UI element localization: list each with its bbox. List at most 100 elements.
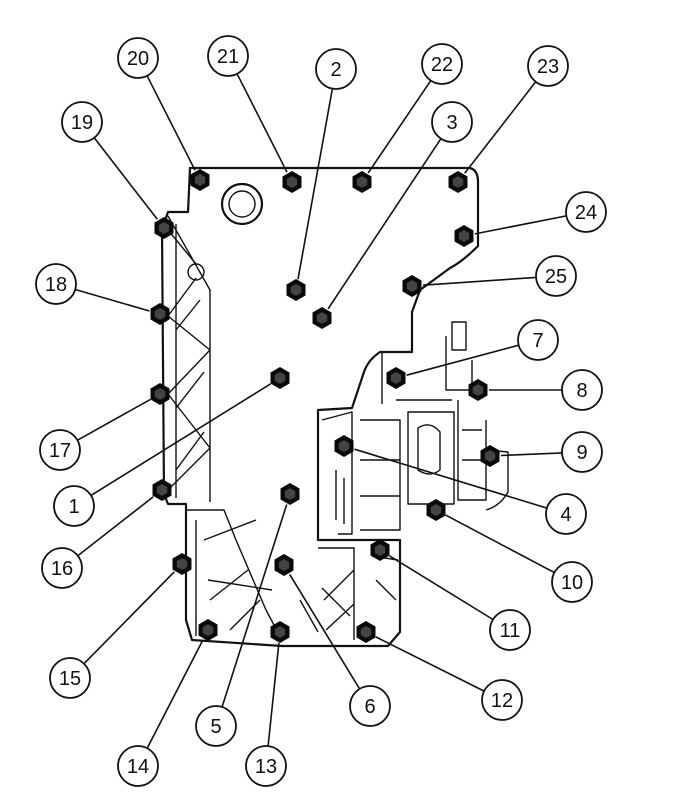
callout-label-23: 23 xyxy=(537,56,559,78)
bolt-head-14 xyxy=(202,624,214,636)
leader-line-10 xyxy=(445,514,555,574)
callout-25: 25 xyxy=(535,255,577,297)
callout-label-22: 22 xyxy=(431,54,453,76)
callout-circle-22 xyxy=(421,43,463,85)
callout-label-21: 21 xyxy=(217,46,239,68)
callout-21: 21 xyxy=(207,35,249,77)
leader-line-7 xyxy=(406,344,519,376)
callout-label-5: 5 xyxy=(210,716,221,738)
callout-7: 7 xyxy=(517,319,559,361)
callout-label-6: 6 xyxy=(364,696,375,718)
callout-20: 20 xyxy=(117,37,159,79)
leader-line-23 xyxy=(464,81,537,174)
callout-15: 15 xyxy=(49,657,91,699)
callout-circle-3 xyxy=(431,101,473,143)
callout-12: 12 xyxy=(481,679,523,721)
callout-18: 18 xyxy=(35,263,77,305)
callout-label-8: 8 xyxy=(576,380,587,402)
callout-8: 8 xyxy=(561,369,603,411)
callout-label-4: 4 xyxy=(560,504,571,526)
bolt-head-2 xyxy=(290,284,302,296)
bolt-head-24 xyxy=(458,230,470,242)
bolt-head-17 xyxy=(154,388,166,400)
callout-1: 1 xyxy=(53,485,95,527)
bolt-head-19 xyxy=(158,222,170,234)
callout-label-7: 7 xyxy=(532,330,543,352)
leader-line-24 xyxy=(474,215,567,235)
leader-line-22 xyxy=(367,80,432,174)
callout-2: 2 xyxy=(315,48,357,90)
callout-label-1: 1 xyxy=(68,496,79,518)
bolt-head-15 xyxy=(176,558,188,570)
callout-circle-19 xyxy=(61,101,103,143)
callout-label-11: 11 xyxy=(500,620,521,642)
leader-line-13 xyxy=(267,642,280,747)
callout-circle-7 xyxy=(517,319,559,361)
callout-13: 13 xyxy=(245,745,287,787)
bottom-rib-structure xyxy=(186,509,351,641)
callout-23: 23 xyxy=(527,45,569,87)
callout-label-16: 16 xyxy=(51,558,73,580)
bolt-head-20 xyxy=(194,174,206,186)
callout-circle-23 xyxy=(527,45,569,87)
leader-line-12 xyxy=(375,636,485,692)
leader-line-3 xyxy=(327,138,442,310)
bolt-head-25 xyxy=(406,280,418,292)
callout-19: 19 xyxy=(61,101,103,143)
callout-label-3: 3 xyxy=(446,112,457,134)
bolt-head-18 xyxy=(154,308,166,320)
bolt-head-3 xyxy=(316,312,328,324)
callout-17: 17 xyxy=(39,429,81,471)
bolt-head-1 xyxy=(274,372,286,384)
callout-circle-1 xyxy=(53,485,95,527)
callout-circle-14 xyxy=(117,745,159,787)
callout-circle-18 xyxy=(35,263,77,305)
callout-circle-9 xyxy=(561,431,603,473)
bolt-head-11 xyxy=(374,544,386,556)
callout-14: 14 xyxy=(117,745,159,787)
leader-line-14 xyxy=(146,639,204,749)
bolt-head-22 xyxy=(356,176,368,188)
callout-circle-12 xyxy=(481,679,523,721)
bolt-head-12 xyxy=(360,626,372,638)
leader-line-6 xyxy=(289,573,361,690)
leader-line-19 xyxy=(93,137,158,220)
leader-line-5 xyxy=(221,504,288,708)
callout-11: 11 xyxy=(489,609,531,651)
callout-22: 22 xyxy=(421,43,463,85)
bolt-head-7 xyxy=(390,372,402,384)
callout-label-14: 14 xyxy=(127,756,149,778)
leader-line-4 xyxy=(354,448,548,509)
callout-circle-4 xyxy=(545,493,587,535)
callout-circle-13 xyxy=(245,745,287,787)
callout-label-18: 18 xyxy=(45,274,67,296)
bolt-head-16 xyxy=(156,484,168,496)
callout-label-20: 20 xyxy=(127,48,149,70)
callout-label-17: 17 xyxy=(49,440,71,462)
callout-circle-10 xyxy=(551,561,593,603)
callout-5: 5 xyxy=(195,705,237,747)
leader-line-2 xyxy=(297,88,334,280)
callout-circle-5 xyxy=(195,705,237,747)
leader-line-layer xyxy=(74,73,567,749)
callout-label-2: 2 xyxy=(330,59,341,81)
callout-circle-16 xyxy=(41,547,83,589)
callout-label-9: 9 xyxy=(576,442,587,464)
leader-line-16 xyxy=(77,496,154,557)
callout-label-24: 24 xyxy=(575,202,597,224)
callout-circle-15 xyxy=(49,657,91,699)
bolt-head-10 xyxy=(430,504,442,516)
leader-line-11 xyxy=(388,555,494,621)
bolt-head-21 xyxy=(286,176,298,188)
callout-9: 9 xyxy=(561,431,603,473)
leader-line-9 xyxy=(500,452,563,457)
callout-circle-17 xyxy=(39,429,81,471)
leader-line-20 xyxy=(146,75,196,171)
callout-circle-6 xyxy=(349,685,391,727)
leader-line-21 xyxy=(236,73,288,173)
bolt-layer xyxy=(150,169,500,643)
callout-label-13: 13 xyxy=(255,756,277,778)
callout-label-15: 15 xyxy=(59,668,81,690)
